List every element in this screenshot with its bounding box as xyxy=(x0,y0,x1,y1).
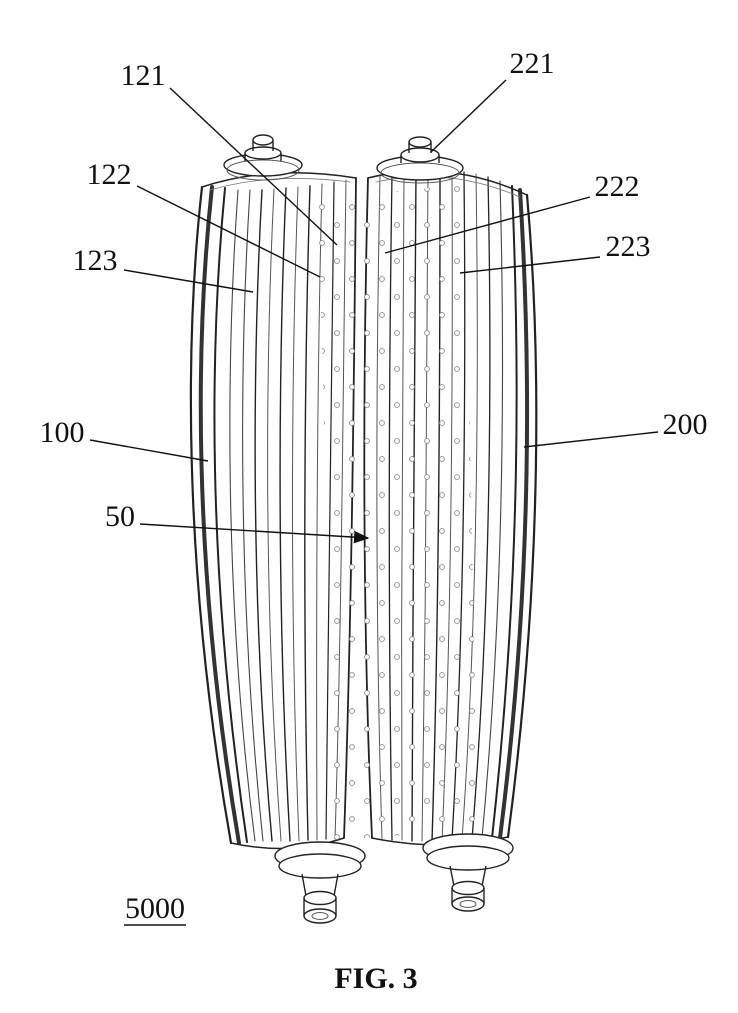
ref-label-200: 200 xyxy=(663,408,708,441)
cap-neck-side xyxy=(333,873,339,897)
cap-flange-lower xyxy=(426,845,510,871)
left-roller-shade-edge xyxy=(198,185,241,845)
leader-line-100 xyxy=(89,439,209,462)
ref-label-100: 100 xyxy=(40,416,85,449)
leader-line-221 xyxy=(430,79,507,153)
cap-outlet xyxy=(303,908,337,924)
bottom-right-cap xyxy=(422,833,514,912)
cap-outlet-inner xyxy=(459,900,477,908)
leader-line-200 xyxy=(523,431,659,448)
cap-knob xyxy=(252,134,274,146)
vane-line xyxy=(481,180,504,839)
leader-line-223 xyxy=(459,256,601,274)
cap-neck-side xyxy=(301,873,307,897)
vane-line xyxy=(491,185,518,839)
vane-line xyxy=(213,187,248,843)
cap-neck xyxy=(303,890,337,906)
cap-flange-lower xyxy=(278,853,362,879)
perforation-dot-band xyxy=(318,184,478,840)
ref-label-223: 223 xyxy=(606,230,651,263)
vane-line xyxy=(229,189,256,842)
leader-lines xyxy=(89,79,659,544)
vane-line xyxy=(279,187,291,842)
cap-flange-lower xyxy=(380,162,460,184)
ref-label-50: 50 xyxy=(105,500,135,533)
ref-label-222: 222 xyxy=(595,170,640,203)
cap-outlet xyxy=(451,896,485,912)
vane-line xyxy=(254,189,273,842)
leader-line-121 xyxy=(169,87,338,246)
ref-label-121: 121 xyxy=(121,59,166,92)
leader-line-123 xyxy=(123,269,254,293)
right-roller-outer-edge xyxy=(506,193,538,839)
left-roller-outer-edge xyxy=(189,185,233,845)
cap-neck xyxy=(244,146,282,160)
leader-line-222 xyxy=(384,196,591,254)
vane-line xyxy=(292,186,300,842)
reference-labels: 121 221 122 222 123 223 100 200 50 xyxy=(40,47,708,533)
cap-outlet-inner xyxy=(311,912,329,920)
cap-neck-side xyxy=(449,865,455,887)
figure-number: 5000 xyxy=(125,892,185,925)
ref-label-122: 122 xyxy=(87,158,132,191)
ref-label-221: 221 xyxy=(510,47,555,80)
right-roller-shade-edge xyxy=(498,188,530,840)
vane-line xyxy=(267,188,282,842)
leader-line-122 xyxy=(136,185,321,278)
cap-knob xyxy=(408,136,432,148)
cap-neck xyxy=(451,880,485,896)
vane-line xyxy=(471,176,491,840)
vane-line xyxy=(304,185,311,841)
leader-arrow-50 xyxy=(139,523,370,544)
ref-label-123: 123 xyxy=(73,244,118,277)
vane-line xyxy=(242,189,264,842)
figure-caption: FIG. 3 xyxy=(334,962,417,995)
bottom-left-cap xyxy=(274,841,366,924)
cap-flange-lower xyxy=(226,159,300,181)
cap-neck-side xyxy=(481,865,487,887)
top-right-cap xyxy=(376,136,464,184)
cap-neck xyxy=(400,147,440,163)
